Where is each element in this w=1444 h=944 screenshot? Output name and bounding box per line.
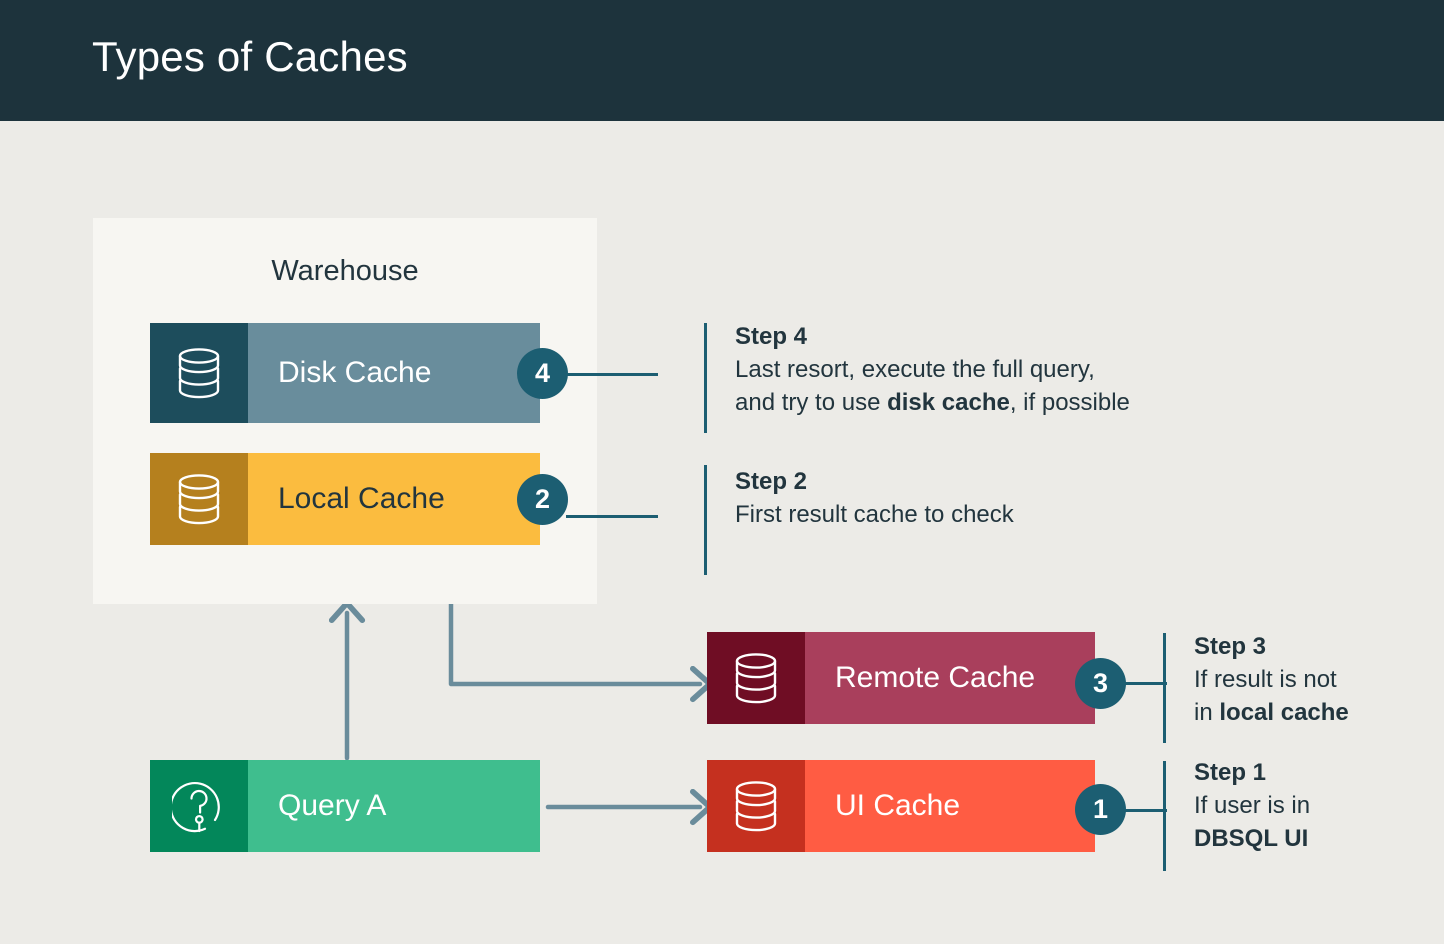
step-badge-3[interactable]: 3 <box>1075 658 1126 709</box>
warehouse-label: Warehouse <box>271 255 419 287</box>
annotation-line-2-emphasis: DBSQL UI <box>1194 824 1309 852</box>
bracket-step-4 <box>704 323 707 433</box>
bracket-step-3 <box>1163 633 1166 743</box>
annotation-line-2-pre: in <box>1194 698 1220 726</box>
connector-step-1 <box>1123 809 1167 812</box>
connector-step-4 <box>566 373 658 376</box>
step-badge-4[interactable]: 4 <box>517 348 568 399</box>
node-local-cache[interactable]: Local Cache <box>150 453 540 545</box>
annotation-line-2-post: , if possible <box>1009 388 1130 416</box>
connector-step-3 <box>1123 682 1167 685</box>
annotation-step-1: Step 1 If user is in DBSQL UI <box>1194 757 1444 855</box>
bracket-step-2 <box>704 465 707 575</box>
node-query-a[interactable]: Query A <box>150 760 540 852</box>
node-remote-cache[interactable]: Remote Cache <box>707 632 1095 724</box>
annotation-step-4: Step 4 Last resort, execute the full que… <box>735 321 1255 419</box>
database-icon <box>707 632 805 724</box>
annotation-line-1: If user is in <box>1194 791 1311 819</box>
annotation-line-2-emphasis: local cache <box>1219 698 1349 726</box>
annotation-title: Step 1 <box>1194 759 1267 786</box>
node-label: Disk Cache <box>278 356 432 389</box>
bracket-step-1 <box>1163 761 1166 871</box>
annotation-step-2: Step 2 First result cache to check <box>735 466 1155 531</box>
annotation-line-1: Last resort, execute the full query, <box>735 355 1095 383</box>
annotation-title: Step 2 <box>735 468 808 495</box>
question-mark-circle-icon <box>150 760 248 852</box>
page-header: Types of Caches <box>0 0 1444 121</box>
node-label: Query A <box>278 789 387 822</box>
node-ui-cache[interactable]: UI Cache <box>707 760 1095 852</box>
database-icon <box>150 323 248 423</box>
annotation-line-1: First result cache to check <box>735 500 1014 528</box>
connector-step-2 <box>566 515 658 518</box>
annotation-line-2-pre: and try to use <box>735 388 888 416</box>
database-icon <box>150 453 248 545</box>
annotation-line-2: and try to use disk cache, if possible <box>735 386 1255 419</box>
annotation-line-2: in local cache <box>1194 696 1444 729</box>
database-icon <box>707 760 805 852</box>
annotation-title: Step 4 <box>735 323 808 350</box>
step-badge-1[interactable]: 1 <box>1075 784 1126 835</box>
node-disk-cache[interactable]: Disk Cache <box>150 323 540 423</box>
annotation-line-1: If result is not <box>1194 665 1337 693</box>
step-badge-2[interactable]: 2 <box>517 474 568 525</box>
node-label: Local Cache <box>278 482 445 515</box>
annotation-title: Step 3 <box>1194 633 1267 660</box>
annotation-step-3: Step 3 If result is not in local cache <box>1194 631 1444 729</box>
annotation-line-2-emphasis: disk cache <box>887 388 1010 416</box>
page-title: Types of Caches <box>92 33 408 80</box>
node-label: Remote Cache <box>835 661 1036 694</box>
node-label: UI Cache <box>835 789 961 822</box>
annotation-line-2: DBSQL UI <box>1194 822 1444 855</box>
diagram-canvas: Warehouse Disk Cache 4 <box>0 121 1444 944</box>
